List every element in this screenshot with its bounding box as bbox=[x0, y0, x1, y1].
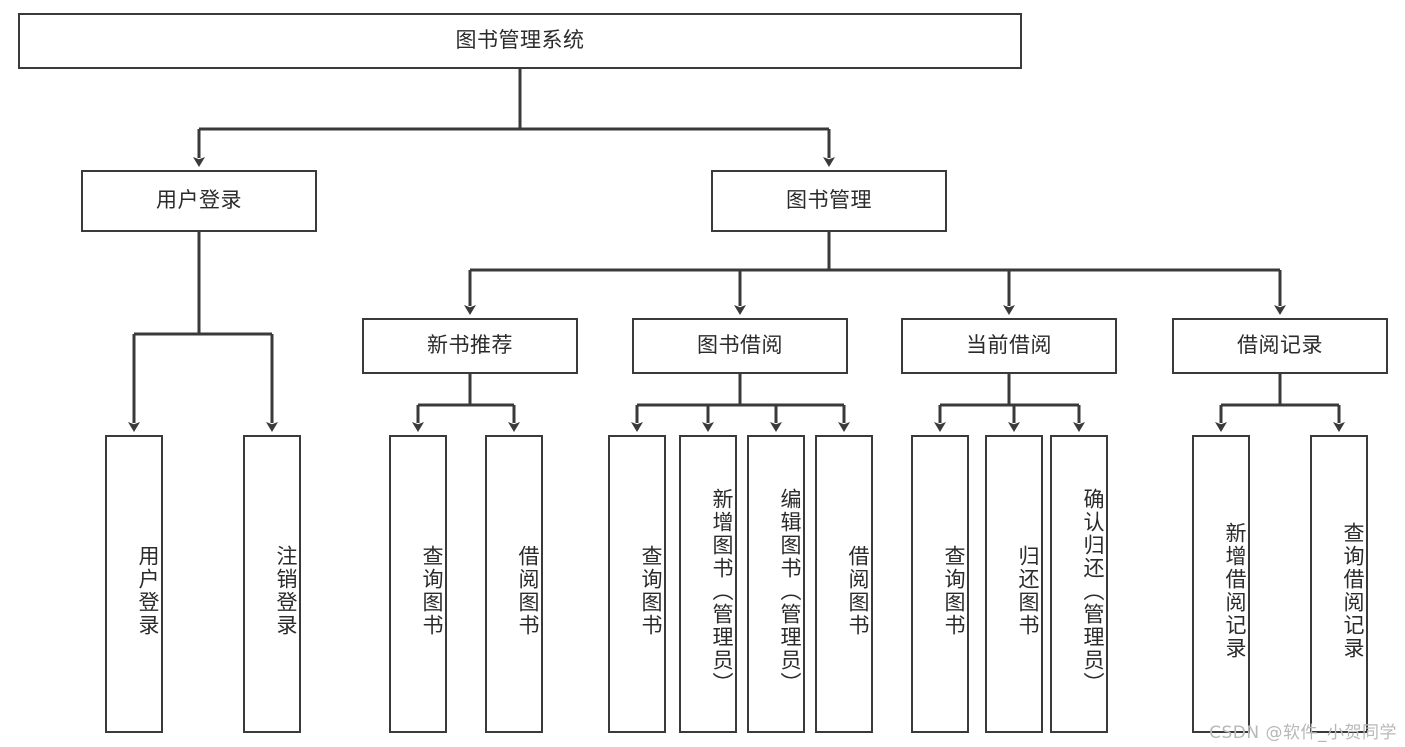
node-borrow-record[interactable]: 借阅记录 bbox=[1172, 318, 1388, 374]
node-book-borrow[interactable]: 图书借阅 bbox=[632, 318, 848, 374]
leaf-label: 编辑图书（管理员） bbox=[778, 487, 802, 695]
node-book-management[interactable]: 图书管理 bbox=[711, 170, 947, 232]
leaf-label: 查询图书 bbox=[420, 545, 444, 637]
leaf-label: 用户登录 bbox=[136, 545, 160, 637]
node-user-login[interactable]: 用户登录 bbox=[81, 170, 317, 232]
leaf-label: 确认归还（管理员） bbox=[1081, 487, 1105, 695]
leaf-label: 查询借阅记录 bbox=[1341, 522, 1365, 660]
node-label: 新书推荐 bbox=[427, 333, 513, 358]
leaf-node[interactable]: 用户登录 bbox=[105, 435, 163, 733]
leaf-node[interactable]: 查询图书 bbox=[608, 435, 666, 733]
leaf-node[interactable]: 新增图书（管理员） bbox=[679, 435, 737, 733]
node-current-borrow[interactable]: 当前借阅 bbox=[901, 318, 1117, 374]
leaf-label: 归还图书 bbox=[1016, 545, 1040, 637]
node-label: 图书借阅 bbox=[697, 333, 783, 358]
node-label: 当前借阅 bbox=[966, 333, 1052, 358]
leaf-label: 查询图书 bbox=[639, 545, 663, 637]
leaf-label: 注销登录 bbox=[274, 545, 298, 637]
leaf-node[interactable]: 确认归还（管理员） bbox=[1050, 435, 1108, 733]
leaf-node[interactable]: 查询借阅记录 bbox=[1310, 435, 1368, 733]
leaf-label: 新增图书（管理员） bbox=[710, 487, 734, 695]
leaf-node[interactable]: 新增借阅记录 bbox=[1192, 435, 1250, 733]
node-label: 图书管理 bbox=[786, 188, 872, 213]
node-label: 用户登录 bbox=[156, 188, 242, 213]
node-root-label: 图书管理系统 bbox=[455, 28, 585, 53]
leaf-label: 借阅图书 bbox=[516, 545, 540, 637]
leaf-node[interactable]: 查询图书 bbox=[389, 435, 447, 733]
leaf-node[interactable]: 归还图书 bbox=[985, 435, 1043, 733]
leaf-node[interactable]: 编辑图书（管理员） bbox=[747, 435, 805, 733]
node-root-system[interactable]: 图书管理系统 bbox=[18, 13, 1022, 69]
leaf-node[interactable]: 借阅图书 bbox=[485, 435, 543, 733]
node-new-book-recommend[interactable]: 新书推荐 bbox=[362, 318, 578, 374]
leaf-node[interactable]: 查询图书 bbox=[911, 435, 969, 733]
leaf-label: 借阅图书 bbox=[846, 545, 870, 637]
node-label: 借阅记录 bbox=[1237, 333, 1323, 358]
leaf-node[interactable]: 注销登录 bbox=[243, 435, 301, 733]
leaf-label: 查询图书 bbox=[942, 545, 966, 637]
leaf-label: 新增借阅记录 bbox=[1223, 522, 1247, 660]
leaf-node[interactable]: 借阅图书 bbox=[815, 435, 873, 733]
